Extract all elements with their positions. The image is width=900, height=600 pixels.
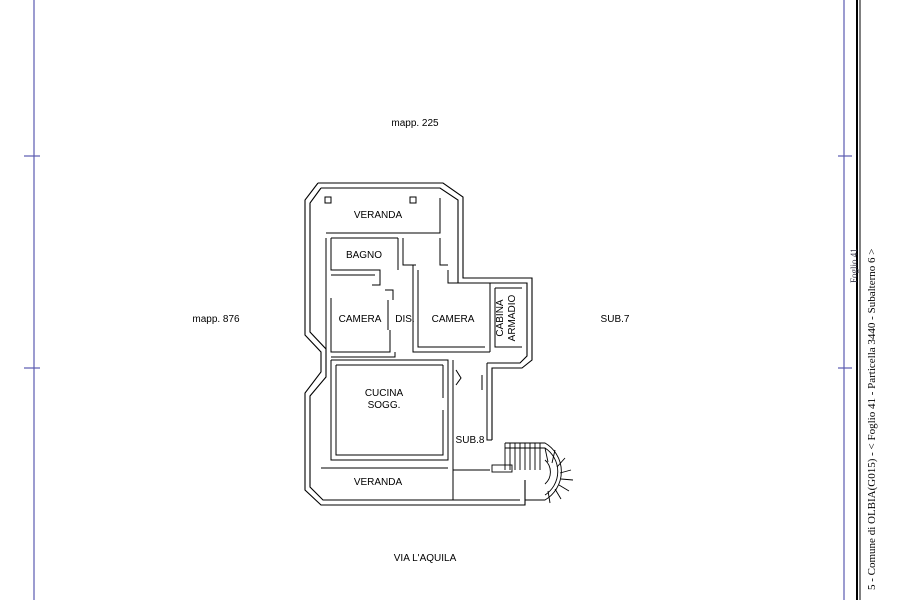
label-street: VIA L'AQUILA (394, 553, 457, 564)
room-cucina-line2: SOGG. (368, 400, 401, 411)
margin-stamp-text: Foglio 41 (849, 248, 859, 283)
room-camera-right: CAMERA (432, 314, 475, 325)
room-cabina-line2: ARMADIO (507, 294, 518, 341)
interior-walls (321, 198, 522, 500)
room-dis: DIS. (395, 314, 414, 325)
label-west: mapp. 876 (192, 314, 240, 325)
sheet-frame (24, 0, 852, 600)
stair (491, 442, 574, 504)
room-sub8: SUB.8 (456, 435, 485, 446)
outer-walls (304, 182, 533, 506)
room-camera-left: CAMERA (339, 314, 382, 325)
room-bagno: BAGNO (346, 250, 382, 261)
room-cabina-line1: CABINA (495, 299, 506, 337)
room-veranda-top: VERANDA (354, 210, 403, 221)
label-north: mapp. 225 (391, 118, 439, 129)
label-east: SUB.7 (601, 314, 630, 325)
sheet-border (856, 0, 861, 600)
margin-cadastral-text: 5 - Comune di OLBIA(G015) - < Foglio 41 … (866, 248, 878, 590)
room-cucina-line1: CUCINA (365, 388, 404, 399)
room-veranda-bottom: VERANDA (354, 477, 403, 488)
columns (324, 196, 417, 204)
